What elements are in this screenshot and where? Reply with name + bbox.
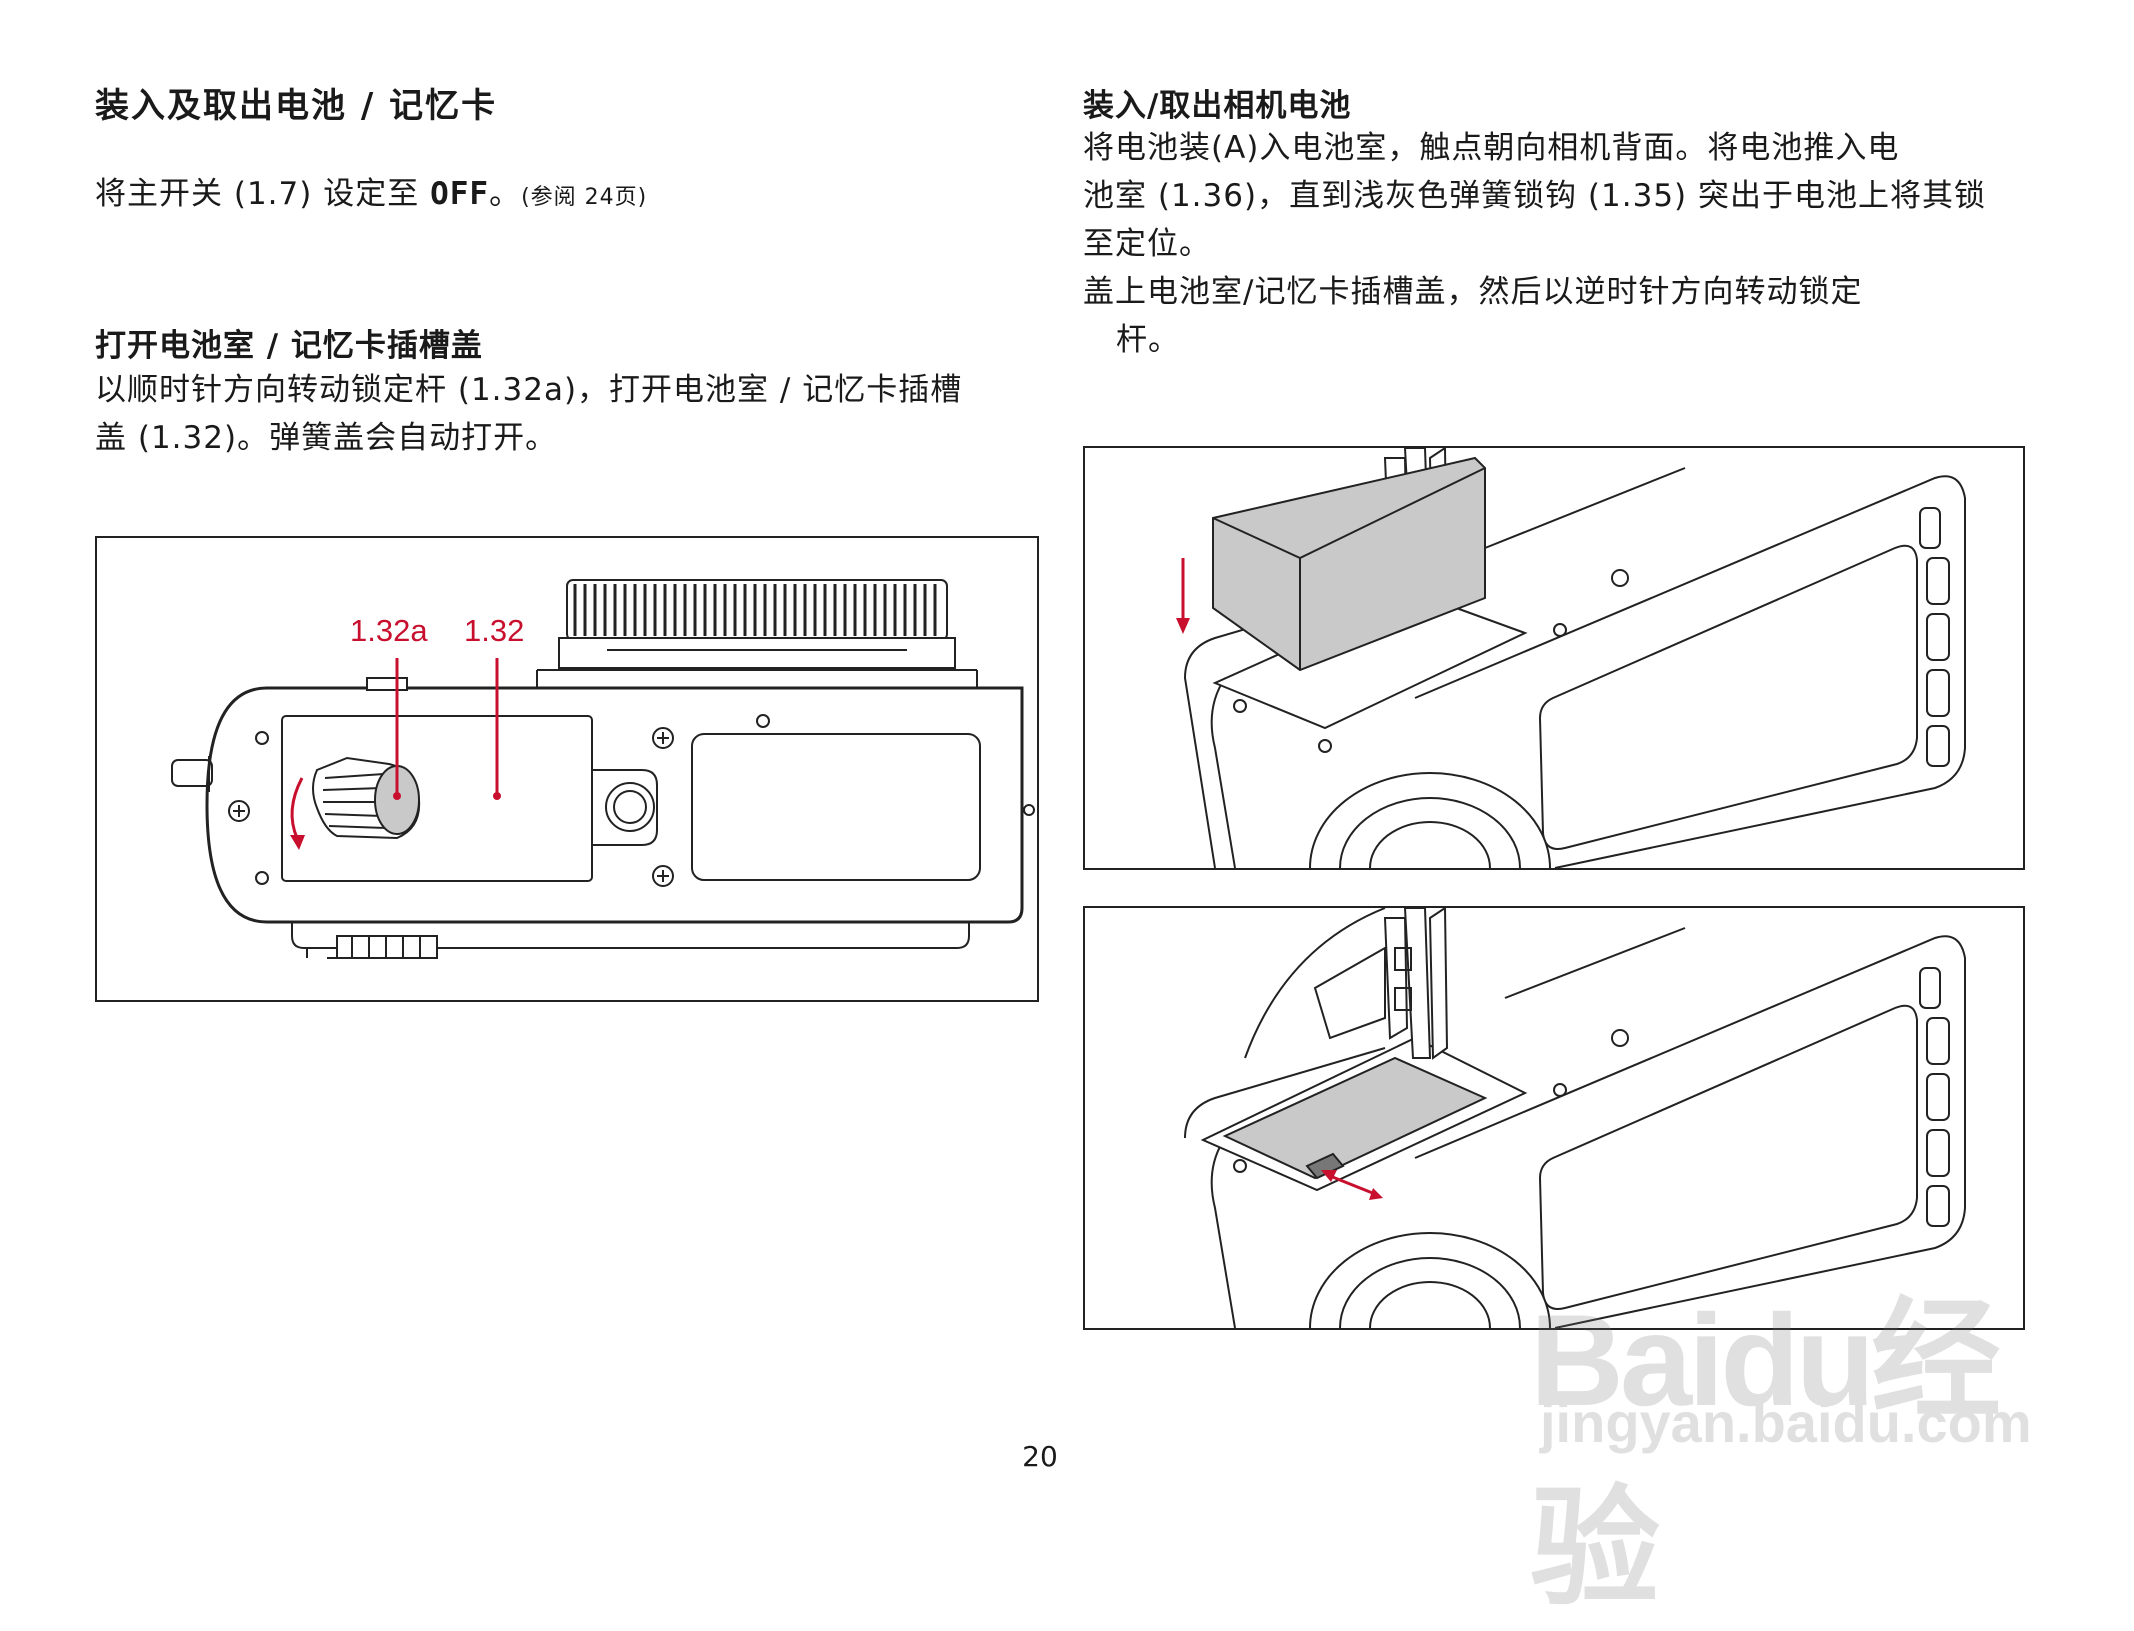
baidu-watermark: Baidu经验 jingyan.baidu.com: [1530, 1215, 2040, 1621]
off-label: OFF: [430, 176, 490, 212]
page-number: 20: [1022, 1440, 1058, 1473]
watermark-url: jingyan.baidu.com: [1540, 1391, 2032, 1454]
switch-instruction-text: 将主开关 (1.7) 设定至: [95, 176, 431, 212]
battery-insert-figure: [1083, 446, 2025, 870]
callout-1-32: 1.32: [464, 613, 524, 648]
section-title-battery: 装入/取出相机电池: [1083, 88, 1352, 124]
camera-bottom-figure: 1.32a 1.32: [95, 536, 1039, 1002]
battery-line-4: 盖上电池室/记忆卡插槽盖，然后以逆时针方向转动锁定: [1083, 274, 1863, 310]
page-reference: (参阅 24页): [521, 185, 648, 210]
dial-knurl: [573, 584, 937, 636]
battery-insert-drawing: [1176, 448, 1966, 868]
battery-line-3: 至定位。: [1083, 226, 1211, 262]
camera-bottom-drawing: 1.32a 1.32: [171, 579, 1035, 959]
section-title-open-cover: 打开电池室 / 记忆卡插槽盖: [95, 328, 483, 364]
battery-latch-figure: [1083, 906, 2025, 1330]
page-title: 装入及取出电池 / 记忆卡: [95, 86, 498, 126]
callout-1-32a: 1.32a: [350, 613, 428, 648]
switch-instruction: 将主开关 (1.7) 设定至 OFF。(参阅 24页): [95, 170, 647, 222]
battery-line-1: 将电池装(A)入电池室，触点朝向相机背面。将电池推入电: [1083, 130, 1900, 166]
open-cover-line-1: 以顺时针方向转动锁定杆 (1.32a)，打开电池室 / 记忆卡插槽: [95, 372, 963, 408]
switch-instruction-after: 。: [489, 176, 522, 212]
battery-line-2: 池室 (1.36)，直到浅灰色弹簧锁钩 (1.35) 突出于电池上将其锁: [1083, 178, 1986, 214]
battery-line-5: 杆。: [1116, 322, 1180, 358]
open-cover-line-2: 盖 (1.32)。弹簧盖会自动打开。: [95, 420, 558, 456]
battery-latch-drawing: [1184, 908, 1966, 1328]
